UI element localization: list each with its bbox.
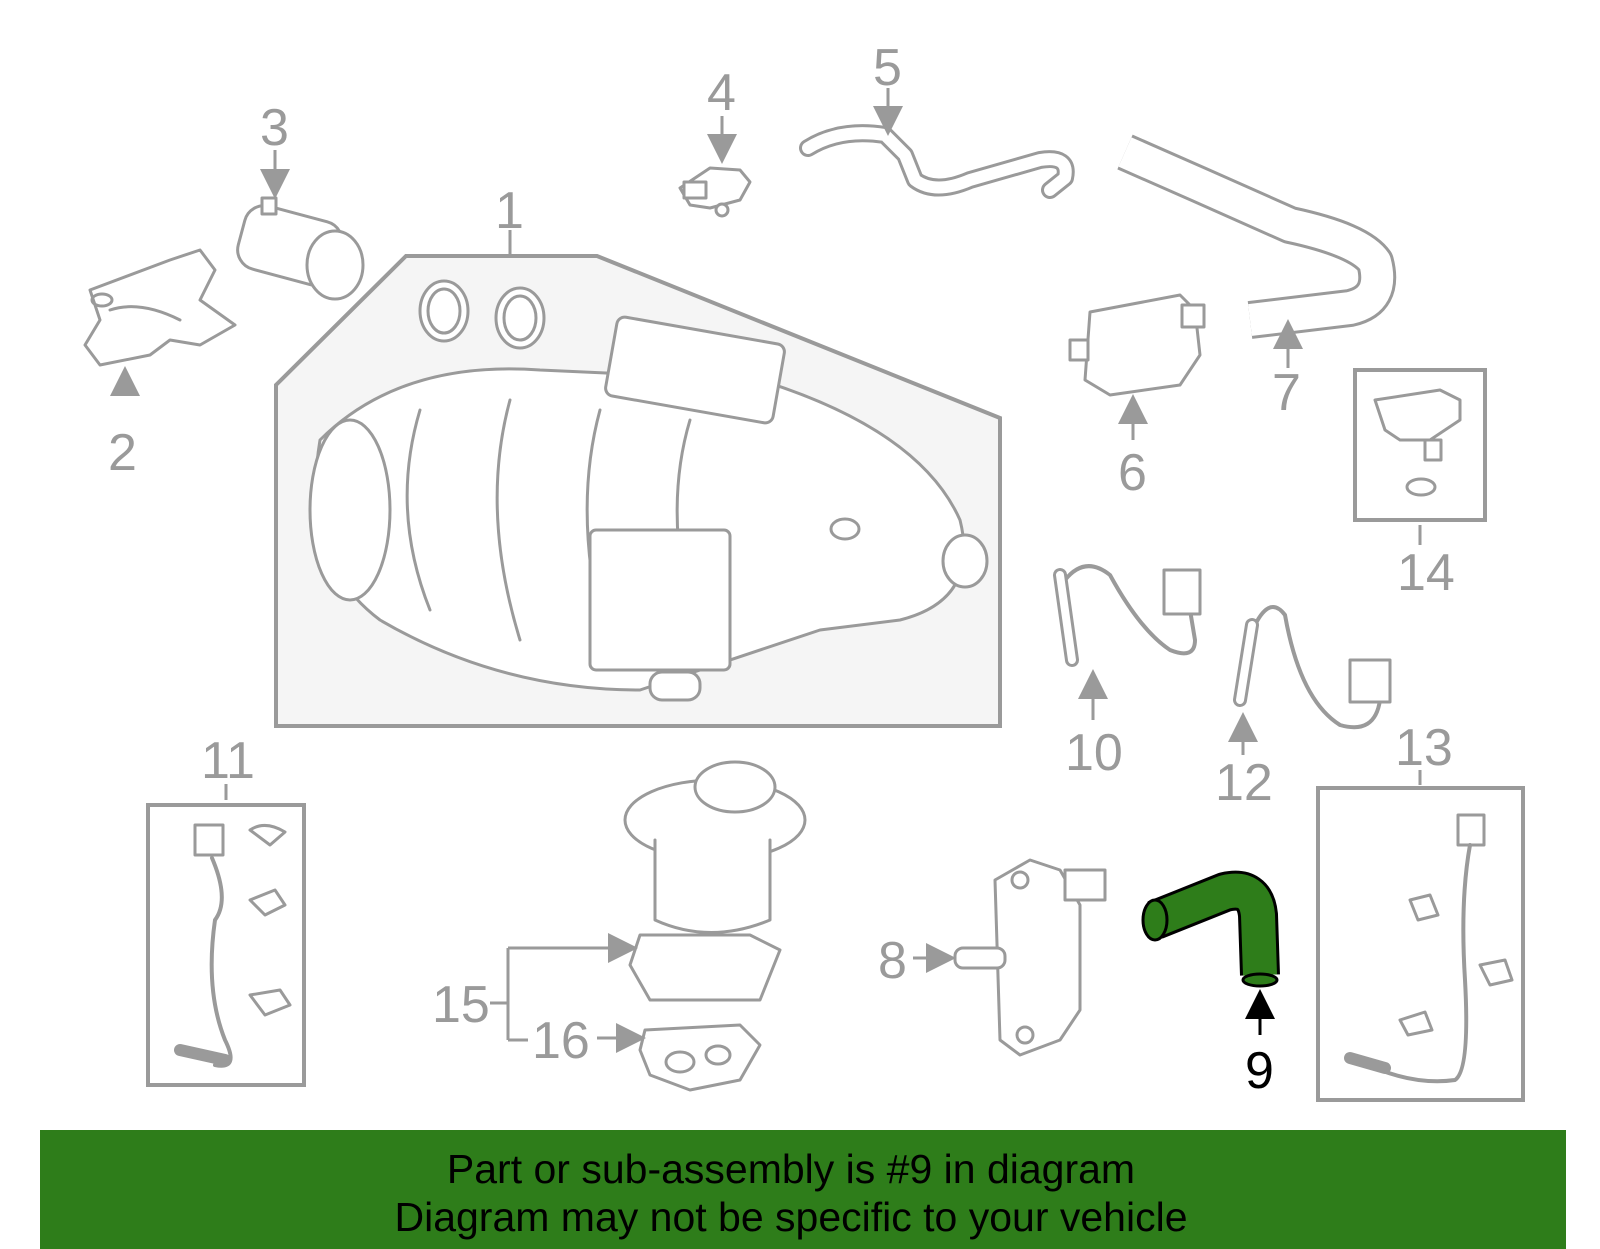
part-15-egr-valve[interactable]: [623, 760, 807, 1002]
part-14-sensor-box[interactable]: [1353, 368, 1487, 545]
callout-14: 14: [1397, 544, 1455, 602]
callout-3: 3: [260, 99, 289, 157]
callout-11: 11: [201, 732, 255, 790]
callout-13: 13: [1395, 719, 1453, 777]
part-9-hose-highlighted[interactable]: [1141, 870, 1280, 1035]
part-5-hose[interactable]: [799, 88, 1075, 199]
part-7-hose[interactable]: [1117, 134, 1397, 368]
banner-line-1: Part or sub-assembly is #9 in diagram: [446, 1146, 1136, 1192]
callout-12: 12: [1215, 754, 1273, 812]
part-1-canister[interactable]: [274, 230, 1002, 728]
callout-4: 4: [707, 64, 736, 122]
part-11-sensor-kit-box[interactable]: [146, 784, 306, 1087]
part-12-o2-sensor[interactable]: [1228, 605, 1392, 755]
notice-banner: Part or sub-assembly is #9 in diagram Di…: [40, 1130, 1566, 1249]
callout-8: 8: [878, 932, 907, 990]
part-8-solenoid-valve[interactable]: [913, 858, 1107, 1057]
callout-1: 1: [495, 182, 524, 240]
part-16-gasket[interactable]: [638, 1023, 762, 1092]
callout-5: 5: [873, 39, 902, 97]
callout-leader-15-16: [490, 933, 646, 1053]
part-13-sensor-kit-box[interactable]: [1316, 770, 1525, 1102]
callout-6: 6: [1118, 444, 1147, 502]
callout-2: 2: [108, 424, 137, 482]
callout-9: 9: [1245, 1042, 1274, 1100]
part-4-sensor[interactable]: [678, 116, 752, 218]
part-2-bracket[interactable]: [83, 248, 237, 396]
callout-10: 10: [1065, 724, 1123, 782]
callout-15: 15: [432, 976, 490, 1034]
callout-7: 7: [1272, 364, 1301, 422]
part-6-valve[interactable]: [1068, 293, 1206, 440]
part-3-solenoid[interactable]: [233, 150, 365, 301]
banner-line-2: Diagram may not be specific to your vehi…: [394, 1194, 1188, 1240]
part-10-o2-sensor[interactable]: [1053, 564, 1202, 720]
callout-16: 16: [532, 1012, 590, 1070]
